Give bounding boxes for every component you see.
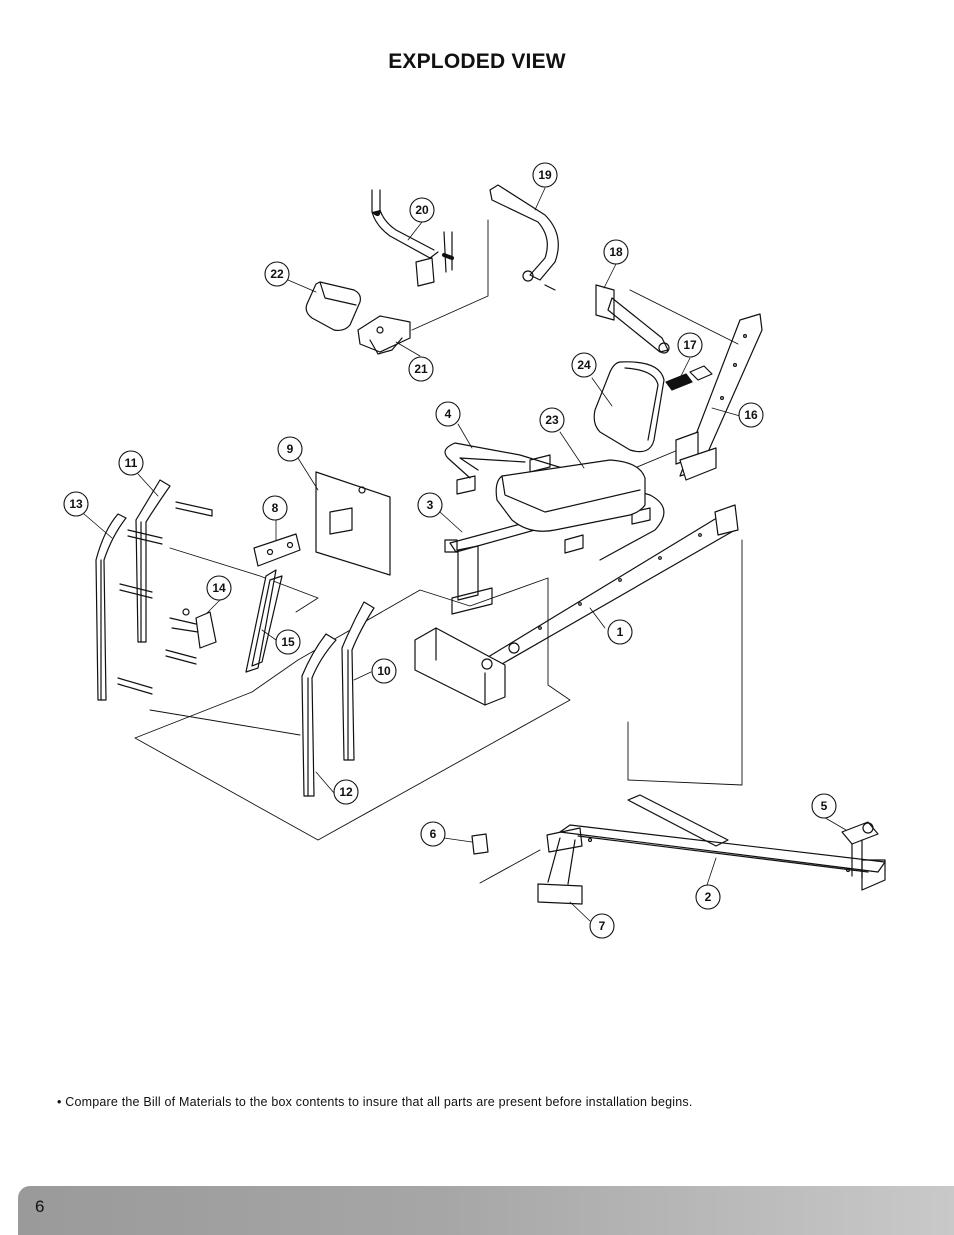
callout-label-16: 16	[744, 408, 758, 422]
callout-label-10: 10	[377, 664, 391, 678]
callout-label-9: 9	[287, 442, 294, 456]
callout-label-15: 15	[281, 635, 295, 649]
callout-label-18: 18	[609, 245, 623, 259]
part-10-rear-leg	[341, 601, 375, 761]
callout-2	[695, 884, 721, 910]
part-24-back-pad	[593, 361, 665, 453]
callout-22	[264, 261, 290, 287]
callout-18	[603, 239, 629, 265]
callout-label-23: 23	[545, 413, 559, 427]
callout-label-19: 19	[538, 168, 552, 182]
callout-11	[118, 450, 144, 476]
callout-9	[277, 436, 303, 462]
callout-label-7: 7	[599, 919, 606, 933]
callout-label-14: 14	[212, 581, 226, 595]
callout-15	[275, 629, 301, 655]
callout-8	[262, 495, 288, 521]
callout-label-21: 21	[414, 362, 428, 376]
callout-label-12: 12	[339, 785, 353, 799]
callout-4	[435, 401, 461, 427]
callout-14	[206, 575, 232, 601]
part-16-upright	[675, 313, 763, 481]
callout-12	[333, 779, 359, 805]
callout-23	[539, 407, 565, 433]
assembly-guide-lines	[134, 219, 743, 884]
page-title: EXPLODED VIEW	[388, 50, 566, 73]
callout-label-13: 13	[69, 497, 83, 511]
callout-10	[371, 658, 397, 684]
callout-label-4: 4	[445, 407, 452, 421]
callout-6	[420, 821, 446, 847]
part-9-shield-plate	[315, 471, 391, 576]
callout-17	[677, 332, 703, 358]
part-21-mount-bracket	[357, 315, 411, 355]
part-12-rear-leg	[301, 633, 337, 797]
part-6-cap	[471, 833, 489, 855]
callout-5	[811, 793, 837, 819]
part-7-base-plate	[537, 837, 583, 905]
part-11-front-leg	[135, 479, 171, 643]
installation-note: • Compare the Bill of Materials to the b…	[57, 1095, 693, 1109]
callout-label-17: 17	[683, 338, 697, 352]
part-8-pivot-bracket	[253, 533, 301, 567]
part-17-bracket	[665, 365, 713, 391]
part-23-seat-pad	[495, 459, 646, 532]
callout-label-3: 3	[427, 498, 434, 512]
part-13-front-leg	[95, 513, 127, 701]
page-number: 6	[35, 1197, 45, 1216]
part-18-top-arm	[595, 284, 670, 354]
callout-13	[63, 491, 89, 517]
callout-label-20: 20	[415, 203, 429, 217]
callout-7	[589, 913, 615, 939]
leg-crossbar-tubes	[117, 501, 213, 695]
callout-20	[409, 197, 435, 223]
part-15-linkage	[245, 569, 283, 673]
page-footer: 6	[18, 1186, 954, 1235]
part-1-main-frame	[414, 504, 739, 706]
part-5-foot-bracket	[841, 821, 879, 879]
callout-21	[408, 356, 434, 382]
callout-leaders	[83, 187, 847, 922]
callout-3	[417, 492, 443, 518]
callout-16	[738, 402, 764, 428]
callout-1	[607, 619, 633, 645]
callout-label-24: 24	[577, 358, 591, 372]
callout-label-8: 8	[272, 501, 279, 515]
callout-19	[532, 162, 558, 188]
callout-label-5: 5	[821, 799, 828, 813]
callout-24	[571, 352, 597, 378]
part-4-seat-frame	[444, 442, 665, 561]
callout-label-22: 22	[270, 267, 284, 281]
part-20-ab-handle	[371, 189, 454, 287]
callout-label-1: 1	[617, 625, 624, 639]
part-2-stabilizer	[546, 794, 886, 891]
callout-label-6: 6	[430, 827, 437, 841]
callout-label-2: 2	[705, 890, 712, 904]
callout-label-11: 11	[125, 456, 138, 470]
part-22-roller-pad	[305, 281, 361, 332]
part-19-curved-bar	[489, 184, 559, 291]
exploded-view-diagram: 1 2 3 4 5 6 7 8 9 10 11 12 13 14 15 16 1…	[63, 162, 886, 939]
part-14-roller-assembly	[169, 608, 217, 649]
